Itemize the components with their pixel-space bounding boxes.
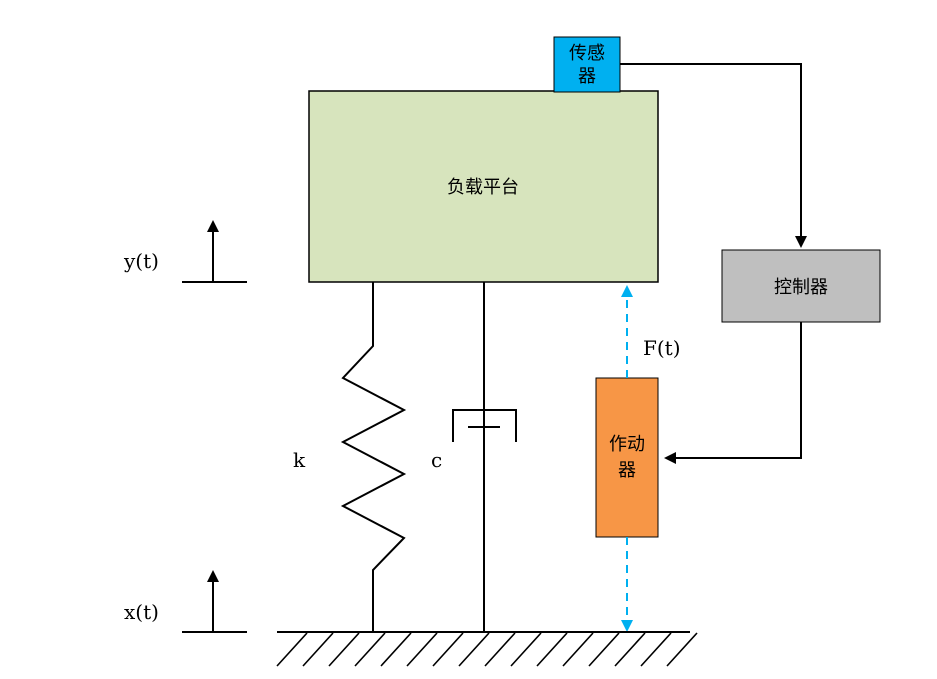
actuator-block (595, 377, 659, 538)
sensor-label-line2: 器 (578, 66, 596, 87)
x-label: x(t) (124, 600, 159, 624)
controller-to-actuator-line (664, 322, 802, 464)
ground-hatch-line (588, 632, 620, 667)
ground-hatch-line (380, 632, 412, 667)
spring-k (340, 282, 407, 632)
sensor-to-controller-line (620, 63, 807, 248)
ground-hatch-line (458, 632, 490, 667)
ground-hatch-line (666, 632, 698, 667)
actuator-label-line1: 作动 (609, 434, 645, 455)
ground-hatch-line (640, 632, 672, 667)
sensor-block (553, 36, 621, 93)
sensor-label-line1: 传感 (569, 43, 605, 64)
ground-hatch-line (432, 632, 464, 667)
ground-hatch-line (536, 632, 568, 667)
y-label: y(t) (123, 249, 159, 273)
load-platform (308, 90, 659, 283)
ground-hatch-line (328, 632, 360, 667)
ground-hatching (276, 632, 698, 667)
ground-hatch-line (406, 632, 438, 667)
spring-label: k (293, 448, 306, 472)
actuator-label-line2: 器 (618, 460, 636, 481)
ground-hatch-line (276, 632, 308, 667)
ground-hatch-line (302, 632, 334, 667)
load-platform-label: 负载平台 (447, 177, 519, 198)
controller-label: 控制器 (774, 277, 828, 298)
ground-hatch-line (614, 632, 646, 667)
ground-hatch-line (354, 632, 386, 667)
damper-label: c (431, 448, 442, 472)
force-label: F(t) (643, 336, 681, 360)
ground-hatch-line (510, 632, 542, 667)
ground-hatch-line (562, 632, 594, 667)
damper-cylinder (452, 409, 517, 442)
ground-hatch-line (484, 632, 516, 667)
